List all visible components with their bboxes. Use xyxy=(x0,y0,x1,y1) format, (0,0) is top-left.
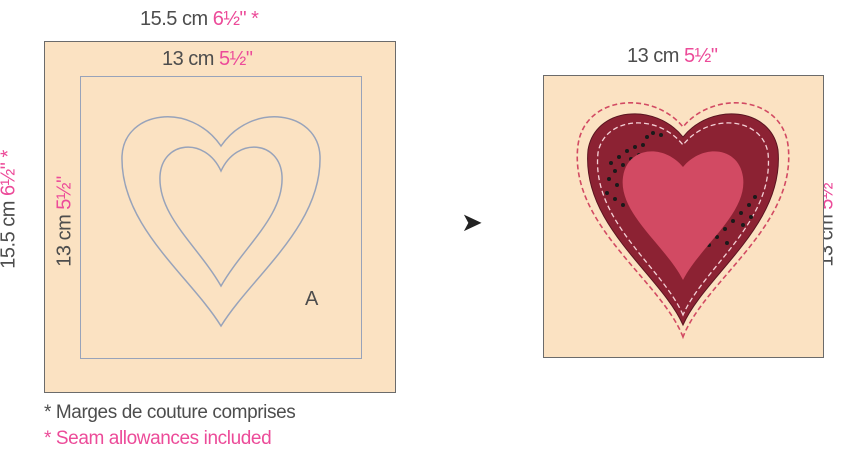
outer-width-in: 6½" * xyxy=(212,8,259,30)
note-english: * Seam allowances included xyxy=(44,428,272,449)
right-width-in: 5½" xyxy=(684,45,718,67)
heart-outer-stitch xyxy=(576,102,790,340)
inner-height-in: 5½" xyxy=(53,176,76,210)
piece-label: A xyxy=(305,288,319,310)
outer-height-label: 15.5 cm 6½" * xyxy=(0,150,21,268)
inner-height-label: 13 cm 5½" xyxy=(54,176,77,266)
inner-square-outline xyxy=(80,76,362,359)
outer-height-cm: 15.5 cm xyxy=(0,201,20,269)
outer-width-cm: 15.5 cm xyxy=(140,8,208,30)
inner-width-label: 13 cm 5½" xyxy=(162,48,253,71)
inner-width-cm: 13 cm xyxy=(162,48,214,70)
appliqued-heart xyxy=(576,102,790,340)
inner-height-cm: 13 cm xyxy=(53,214,76,267)
heart-templates xyxy=(121,116,321,328)
outer-fabric-square xyxy=(44,41,396,393)
arrow-right-icon: ➤ xyxy=(461,207,483,237)
heart-light-fabric xyxy=(622,151,744,280)
inner-heart-outline xyxy=(159,146,283,288)
note-french: * Marges de couture comprises xyxy=(44,402,296,423)
outer-height-in: 6½" * xyxy=(0,150,20,197)
outer-width-label: 15.5 cm 6½" * xyxy=(140,8,259,31)
right-width-cm: 13 cm xyxy=(627,45,679,67)
inner-width-in: 5½" xyxy=(219,48,253,70)
heart-dark-stitch xyxy=(596,122,770,317)
heart-dot-print xyxy=(605,131,757,247)
right-width-label: 13 cm 5½" xyxy=(627,45,718,68)
outer-heart-outline xyxy=(121,116,321,328)
